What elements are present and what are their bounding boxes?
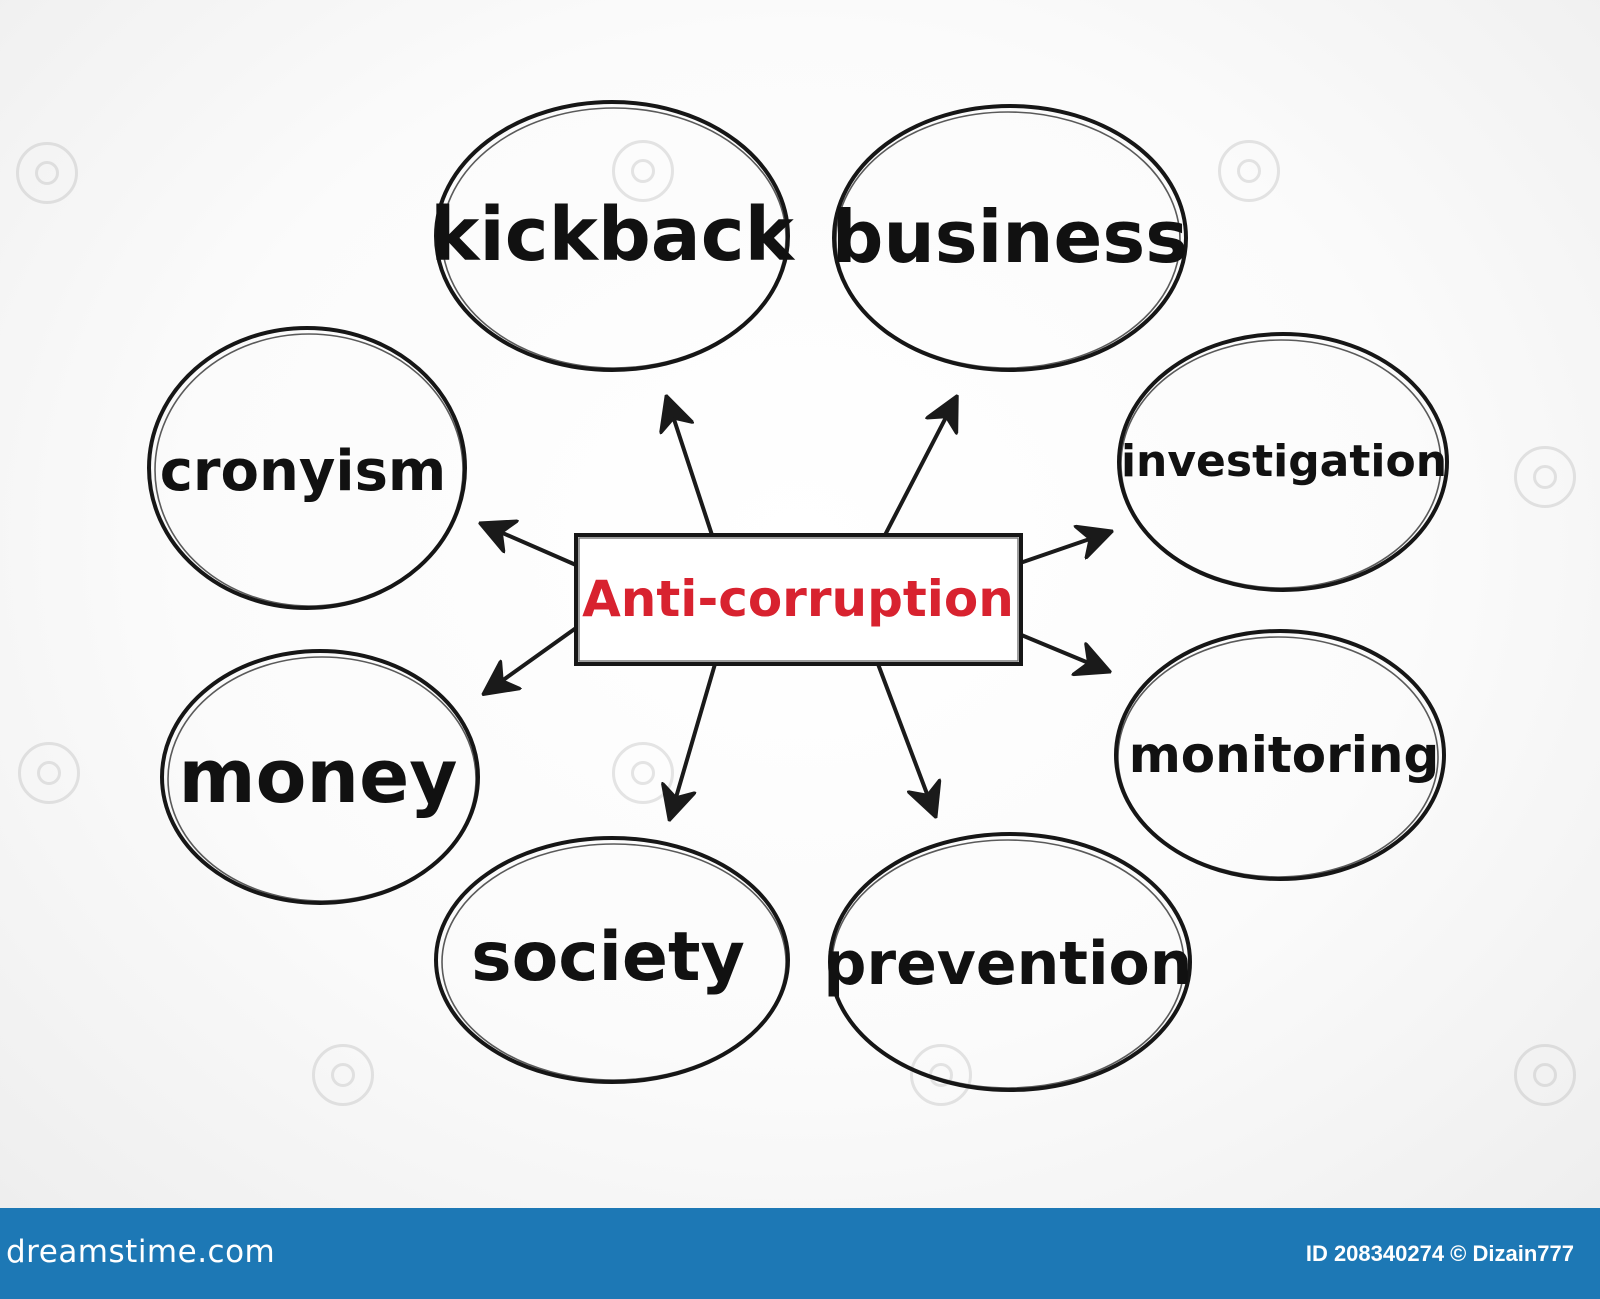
image-credit: ID 208340274 © Dizain777: [1305, 1241, 1574, 1266]
node-cronyism: cronyism: [147, 326, 467, 610]
node-money: money: [160, 649, 480, 905]
arrow-monitoring: [1017, 632, 1108, 671]
watermark-icon: [18, 742, 80, 804]
watermark-icon: [1514, 1044, 1576, 1106]
node-label-kickback: kickback: [430, 192, 795, 278]
node-investigation: investigation: [1117, 332, 1449, 592]
node-business: business: [832, 104, 1188, 372]
node-label-money: money: [178, 734, 457, 820]
watermark-icon: [612, 742, 674, 804]
stock-logo: dreamstime.com: [6, 1234, 276, 1270]
node-label-society: society: [471, 918, 745, 997]
arrow-investigation: [1021, 532, 1110, 564]
mind-map: kickback business cronyism investigation…: [147, 100, 1449, 1092]
stock-footer-bar: dreamstime.com ID 208340274 © Dizain777: [0, 1208, 1600, 1299]
arrow-business: [883, 398, 956, 537]
watermark-icon: [1514, 446, 1576, 508]
node-label-monitoring: monitoring: [1129, 726, 1440, 784]
watermark-icon: [612, 140, 674, 202]
center-node: Anti-corruption: [574, 533, 1023, 666]
arrow-prevention: [876, 662, 935, 815]
arrow-money: [485, 626, 578, 693]
node-label-prevention: prevention: [824, 929, 1193, 999]
node-label-cronyism: cronyism: [160, 439, 447, 504]
watermark-icon: [312, 1044, 374, 1106]
center-label: Anti-corruption: [582, 570, 1014, 628]
node-society: society: [434, 836, 790, 1084]
arrow-kickback: [667, 398, 714, 537]
watermark-icon: [16, 142, 78, 204]
node-monitoring: monitoring: [1114, 629, 1446, 881]
arrows: [482, 398, 1110, 818]
diagram-canvas: kickback business cronyism investigation…: [0, 0, 1600, 1208]
watermark-icon: [1218, 140, 1280, 202]
node-kickback: kickback: [430, 100, 796, 372]
node-prevention: prevention: [824, 832, 1193, 1092]
arrow-society: [670, 662, 717, 818]
node-label-investigation: investigation: [1121, 436, 1447, 487]
node-label-business: business: [832, 195, 1188, 279]
arrow-cronyism: [482, 524, 578, 567]
